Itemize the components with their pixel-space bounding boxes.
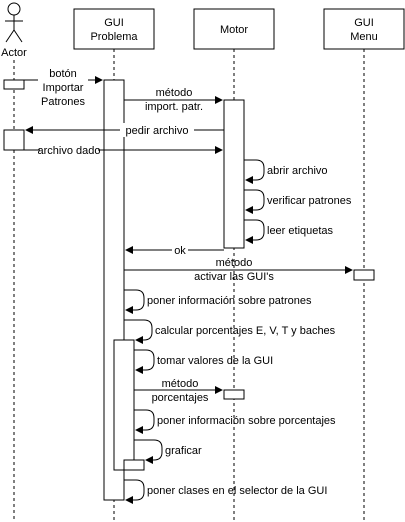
label-abrir-archivo: abrir archivo xyxy=(267,165,328,177)
gui-problema-label-line1: GUI xyxy=(104,17,124,29)
motor-activation xyxy=(223,99,245,249)
msg-poner-clases-loop xyxy=(124,479,145,504)
label-verificar-patrones: verificar patrones xyxy=(267,195,352,207)
label-metodo-porcentajes-line2: porcentajes xyxy=(152,392,209,404)
actor-activation-2 xyxy=(3,129,25,151)
label-metodo-activar-line2: activar las GUI's xyxy=(194,271,274,283)
graficar-activation xyxy=(123,459,145,471)
actor-figure-icon xyxy=(5,2,23,43)
label-boton-line3: Patrones xyxy=(41,96,86,108)
label-archivo-dado: archivo dado xyxy=(38,145,101,157)
label-leer-etiquetas: leer etiquetas xyxy=(267,225,334,237)
label-calcular-porcentajes: calcular porcentajes E, V, T y baches xyxy=(155,325,336,337)
msg-poner-info-porcentajes-loop xyxy=(134,409,155,434)
label-boton-line2: Importar xyxy=(43,82,84,94)
actor-activation-1 xyxy=(3,79,25,90)
label-metodo-import-line2: import. patr. xyxy=(145,101,203,113)
msg-leer-etiquetas-loop xyxy=(244,219,265,244)
label-tomar-valores: tomar valores de la GUI xyxy=(157,355,273,367)
msg-graficar-loop xyxy=(134,439,163,464)
label-boton-line1: botón xyxy=(49,68,77,80)
gui-problema-nested-activation xyxy=(113,339,135,471)
porcentajes-activation xyxy=(223,389,245,400)
label-metodo-activar-line1: método xyxy=(216,257,253,269)
gui-menu-box xyxy=(323,8,405,50)
label-graficar: graficar xyxy=(165,445,202,457)
msg-verificar-loop xyxy=(244,189,265,214)
gui-problema-label-line2: Problema xyxy=(90,31,138,43)
motor-label: Motor xyxy=(220,24,248,36)
label-metodo-porcentajes-line1: método xyxy=(162,378,199,390)
actor-label: Actor xyxy=(1,47,27,59)
label-poner-info-porcentajes: poner información sobre porcentajes xyxy=(157,415,336,427)
msg-poner-info-patrones-loop xyxy=(124,289,145,314)
label-pedir-archivo: pedir archivo xyxy=(126,125,189,137)
label-ok: ok xyxy=(174,245,186,257)
msg-calcular-loop xyxy=(124,319,153,344)
label-metodo-import-line1: método xyxy=(156,87,193,99)
label-poner-info-patrones: poner información sobre patrones xyxy=(147,295,312,307)
label-poner-clases: poner clases en el selector de la GUI xyxy=(147,485,327,497)
gui-problema-box xyxy=(73,8,155,50)
msg-tomar-valores-loop xyxy=(134,349,155,374)
msg-abrir-archivo-loop xyxy=(244,159,265,184)
motor-box xyxy=(193,8,275,50)
gui-menu-label-line2: Menu xyxy=(350,31,378,43)
gui-menu-activation xyxy=(353,269,375,281)
gui-menu-label-line1: GUI xyxy=(354,17,374,29)
